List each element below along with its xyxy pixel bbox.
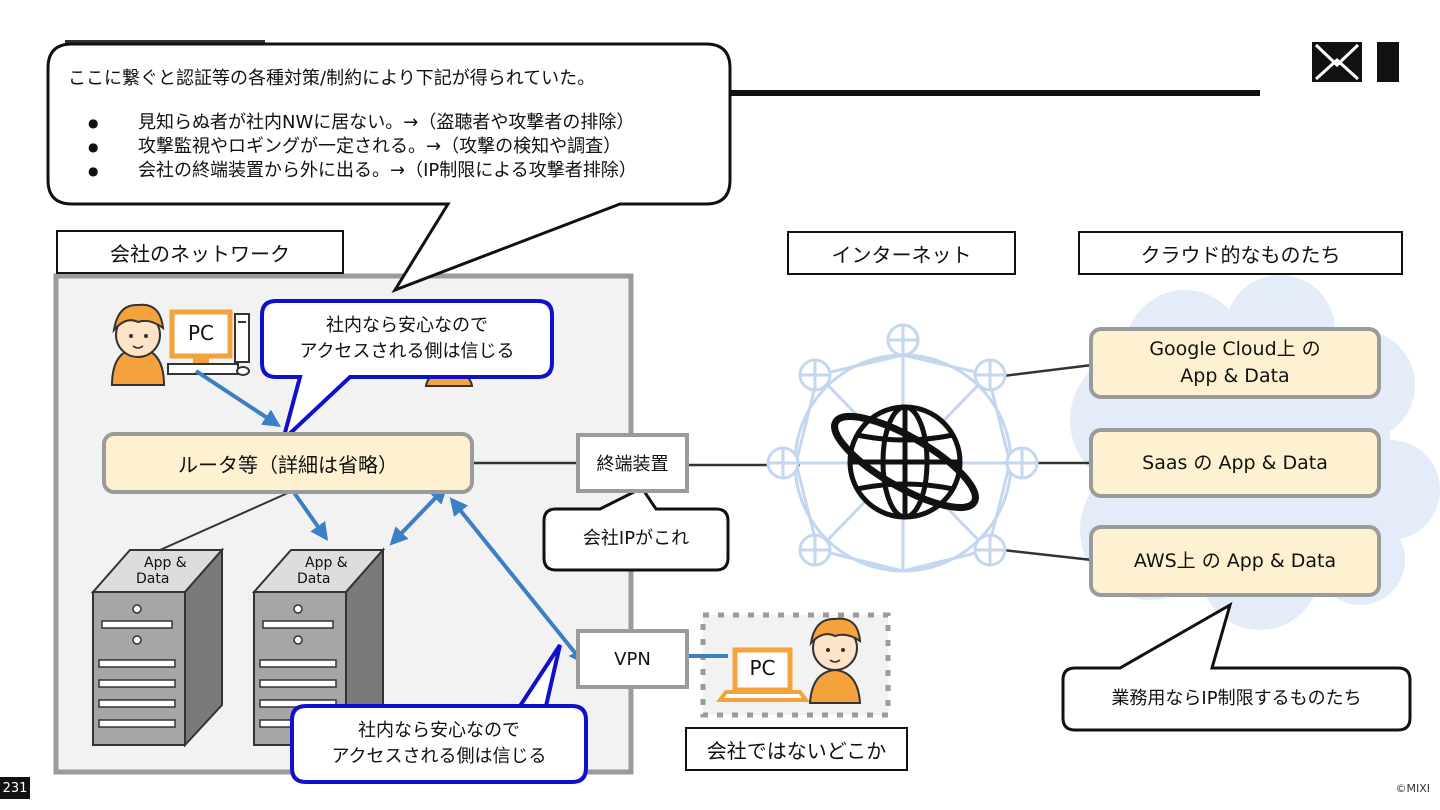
trust-callout-bottom-text: 社内なら安心なので アクセスされる側は信じる — [292, 718, 586, 770]
not-company-label: 会社ではないどこか — [685, 727, 908, 771]
company-ip-callout-text: 会社IPがこれ — [582, 528, 690, 549]
trust-callout-top-line2: アクセスされる側は信じる — [299, 341, 515, 362]
top-callout-bullet-list: ● 見知らぬ者が社内NWに居ない。→（盗聴者や攻撃者の排除） ● 攻撃監視やロギ… — [88, 111, 637, 183]
page-number: 231 — [0, 777, 30, 799]
google-cloud-app-line1: Google Cloud上 の — [1149, 338, 1321, 360]
copyright-text: ©MIXI — [1395, 782, 1430, 795]
server-1-label: App & Data — [132, 555, 192, 587]
server-1-label-line2: Data — [136, 571, 170, 587]
server-2-label: App & Data — [293, 555, 353, 587]
bullet-text: 見知らぬ者が社内NWに居ない。→（盗聴者や攻撃者の排除） — [138, 112, 635, 133]
top-callout-bubble — [46, 42, 732, 293]
terminal-device-box: 終端装置 — [576, 433, 689, 493]
google-cloud-app-box: Google Cloud上 の App & Data — [1089, 327, 1381, 399]
company-ip-callout-bubble — [542, 486, 730, 572]
trust-callout-bottom-bubble — [290, 643, 588, 784]
office-person-icon — [110, 303, 166, 386]
ip-restrict-callout-bubble — [1061, 601, 1412, 732]
company-network-label: 会社のネットワーク — [56, 230, 344, 274]
trust-callout-bottom-line2: アクセスされる側は信じる — [331, 746, 547, 767]
trust-callout-bottom-line1: 社内なら安心なので — [358, 720, 520, 741]
bullet-dot: ● — [88, 140, 99, 154]
top-callout-intro: ここに繋ぐと認証等の各種対策/制約により下記が得られていた。 — [68, 68, 596, 89]
bullet-dot: ● — [88, 164, 99, 178]
vpn-box: VPN — [576, 629, 689, 689]
bullet-text: 攻撃監視やロギングが一定される。→（攻撃の検知や調査） — [138, 136, 622, 157]
google-cloud-app-line2: App & Data — [1180, 365, 1290, 387]
bullet-item: ● 攻撃監視やロギングが一定される。→（攻撃の検知や調査） — [88, 135, 637, 159]
server-2-label-line1: App & — [305, 555, 348, 571]
internet-label: インターネット — [787, 231, 1016, 275]
aws-app-box: AWS上 の App & Data — [1089, 525, 1381, 597]
internet-google-line — [1002, 363, 1093, 378]
bullet-dot: ● — [88, 116, 99, 130]
remote-pc-label: PC — [749, 656, 776, 680]
router-box: ルータ等（詳細は省略） — [102, 432, 474, 494]
router-server1-line — [159, 491, 291, 551]
server-1-label-line1: App & — [144, 555, 187, 571]
remote-person-icon — [808, 617, 862, 704]
trust-callout-top-line1: 社内なら安心なので — [326, 315, 488, 336]
office-pc-label: PC — [187, 321, 215, 345]
bullet-item: ● 見知らぬ者が社内NWに居ない。→（盗聴者や攻撃者の排除） — [88, 111, 637, 135]
server-2-label-line2: Data — [297, 571, 331, 587]
bullet-item: ● 会社の終端装置から外に出る。→（IP制限による攻撃者排除） — [88, 159, 637, 183]
mixi-logo — [1312, 42, 1399, 82]
bullet-text: 会社の終端装置から外に出る。→（IP制限による攻撃者排除） — [138, 160, 637, 181]
ip-restrict-callout-text: 業務用ならIP制限するものたち — [1111, 688, 1362, 709]
server-1-icon — [90, 547, 225, 748]
internet-aws-line — [1002, 548, 1093, 562]
globe-icon — [831, 404, 979, 520]
trust-callout-top-bubble — [260, 299, 554, 447]
remote-laptop-icon — [716, 647, 810, 702]
saas-app-box: Saas の App & Data — [1089, 428, 1381, 498]
office-pc-icon — [167, 309, 250, 376]
cloud-label: クラウド的なものたち — [1078, 231, 1403, 275]
trust-callout-top-text: 社内なら安心なので アクセスされる側は信じる — [262, 313, 552, 365]
